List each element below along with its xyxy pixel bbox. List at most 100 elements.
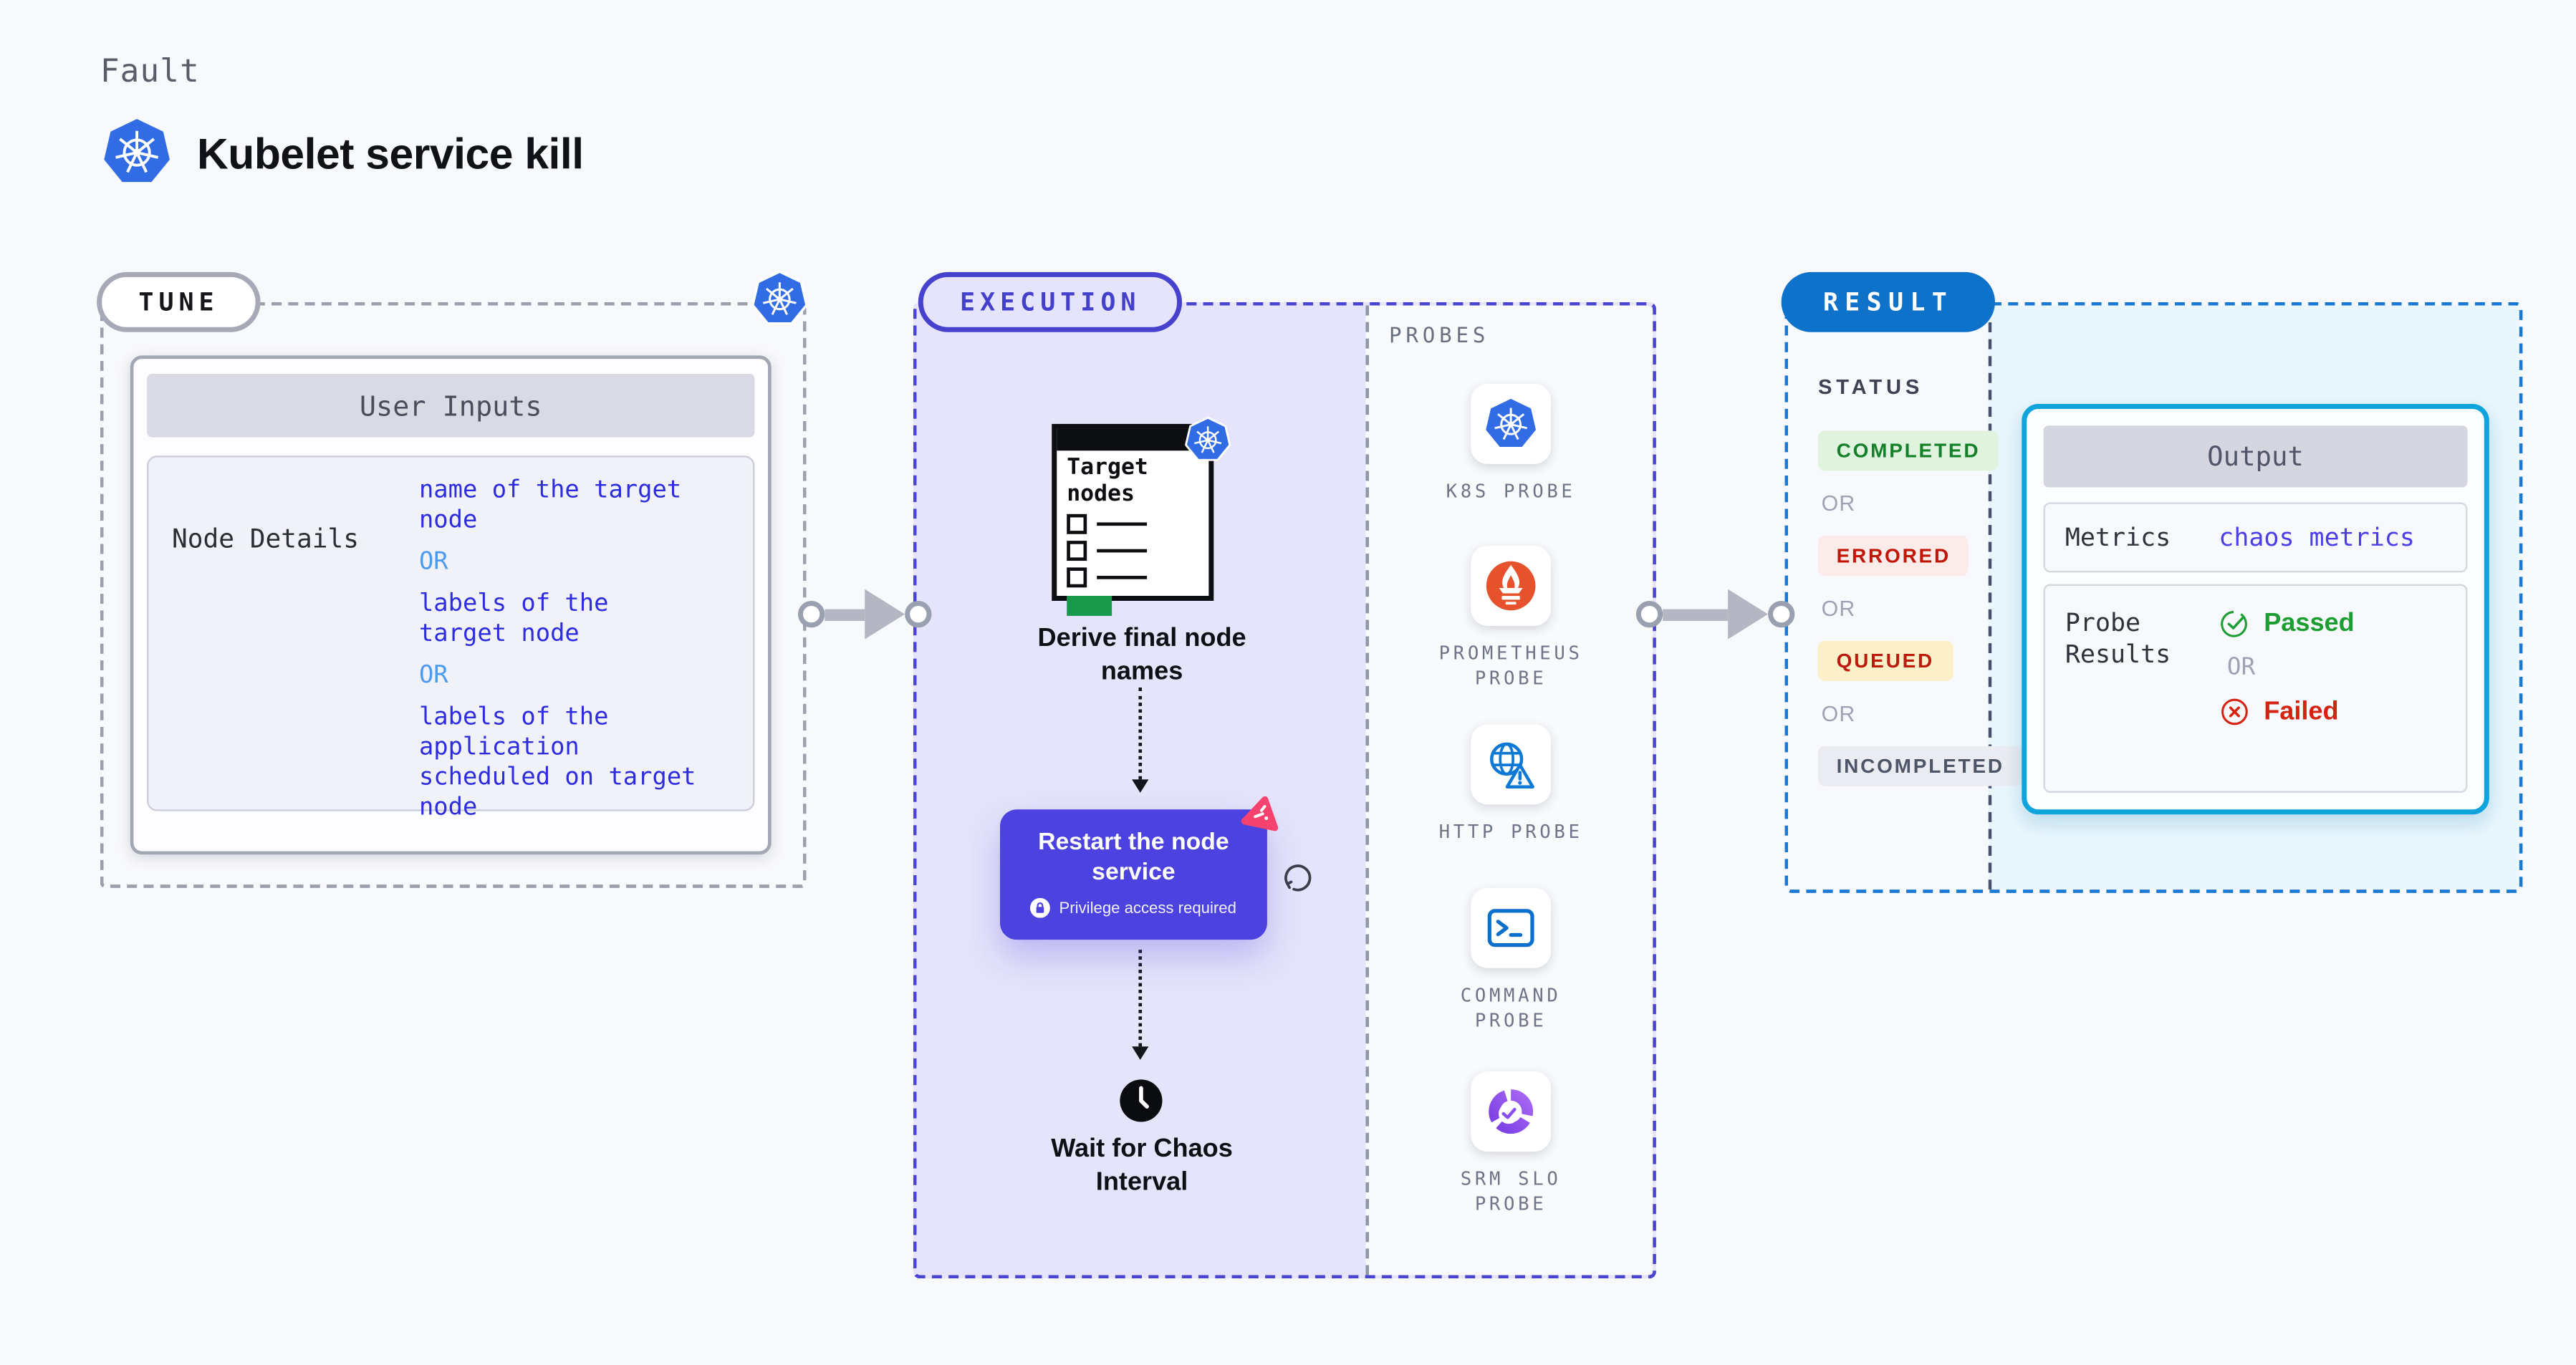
probe-card bbox=[1471, 887, 1552, 968]
probe-label: PROMETHEUS PROBE bbox=[1438, 642, 1583, 690]
output-header: Output bbox=[2043, 425, 2468, 488]
user-inputs-card: User Inputs Node Details name of the tar… bbox=[130, 355, 772, 855]
probe-card bbox=[1471, 724, 1552, 805]
target-nodes-doc: Target nodes bbox=[1052, 424, 1213, 616]
line-icon bbox=[1097, 576, 1148, 579]
restart-node-service-card: Restart the node service Privilege acces… bbox=[999, 809, 1267, 940]
green-bar bbox=[1067, 595, 1112, 616]
connector-dot-icon bbox=[1768, 600, 1795, 628]
failed-label: Failed bbox=[2264, 696, 2339, 725]
metrics-row: Metrics chaos metrics bbox=[2043, 502, 2468, 573]
tune-section-box bbox=[100, 302, 807, 888]
status-heading: STATUS bbox=[1817, 375, 1924, 399]
down-arrow bbox=[1130, 950, 1148, 1060]
kubernetes-icon bbox=[748, 267, 812, 331]
kubernetes-icon bbox=[1182, 414, 1234, 466]
probe-item-prometheus: PROMETHEUS PROBE bbox=[1369, 546, 1653, 691]
doc-title: Target nodes bbox=[1067, 453, 1148, 507]
refresh-icon bbox=[1281, 862, 1315, 895]
metrics-value: chaos metrics bbox=[2219, 522, 2415, 553]
probe-card bbox=[1471, 546, 1552, 626]
doc-checkbox-row bbox=[1067, 567, 1198, 588]
down-arrow bbox=[1130, 688, 1148, 794]
or-separator: OR bbox=[1821, 491, 1856, 516]
tune-badge: TUNE bbox=[97, 271, 261, 332]
kubernetes-icon bbox=[102, 117, 172, 187]
status-badge-completed: COMPLETED bbox=[1817, 430, 1999, 471]
connector-shaft bbox=[1663, 608, 1729, 620]
user-inputs-header: User Inputs bbox=[147, 374, 755, 438]
result-section-box: STATUS COMPLETED OR ERRORED OR QUEUED OR… bbox=[1784, 302, 2523, 893]
or-separator: OR bbox=[2226, 654, 2256, 681]
or-separator: OR bbox=[418, 662, 448, 690]
user-inputs-body: Node Details name of the target node OR … bbox=[147, 455, 755, 821]
value-app-labels: labels of the application scheduled on t… bbox=[418, 704, 696, 821]
probe-label: SRM SLO PROBE bbox=[1460, 1168, 1562, 1215]
probe-label: K8S PROBE bbox=[1446, 481, 1576, 503]
or-separator: OR bbox=[418, 549, 448, 577]
probe-card bbox=[1471, 384, 1552, 464]
probe-item-command: COMMAND PROBE bbox=[1369, 887, 1653, 1033]
http-probe-icon bbox=[1484, 738, 1538, 791]
privilege-note-text: Privilege access required bbox=[1059, 898, 1236, 917]
connector-shaft bbox=[825, 608, 865, 620]
probes-panel: PROBES K8S PROBE PROMETHEUS PROBE HTTP P… bbox=[1365, 305, 1653, 1275]
derive-final-node-names-label: Derive final node names bbox=[1037, 624, 1246, 685]
checkbox-icon bbox=[1067, 513, 1087, 534]
command-probe-icon bbox=[1484, 901, 1538, 955]
status-badge-errored: ERRORED bbox=[1817, 536, 1969, 577]
probe-label: HTTP PROBE bbox=[1438, 821, 1583, 843]
value-node-name: name of the target node bbox=[418, 477, 682, 534]
restart-title: Restart the node service bbox=[1038, 829, 1229, 887]
line-icon bbox=[1097, 549, 1148, 553]
connector-dot-icon bbox=[1635, 600, 1663, 628]
checkbox-icon bbox=[1067, 567, 1087, 588]
connector-dot-icon bbox=[797, 600, 825, 628]
srm-slo-probe-icon bbox=[1484, 1085, 1538, 1139]
status-badge-queued: QUEUED bbox=[1817, 640, 1953, 681]
checkbox-icon bbox=[1067, 541, 1087, 561]
page-title: Kubelet service kill bbox=[197, 128, 584, 179]
wait-for-chaos-interval-label: Wait for Chaos Interval bbox=[1051, 1134, 1233, 1196]
line-icon bbox=[1097, 522, 1148, 526]
status-badge-incompleted: INCOMPLETED bbox=[1817, 746, 2023, 786]
probes-label: PROBES bbox=[1389, 322, 1490, 347]
lock-icon bbox=[1031, 898, 1051, 918]
doc-title-bar bbox=[1057, 428, 1209, 451]
check-circle-icon bbox=[2219, 607, 2250, 639]
passed-label: Passed bbox=[2264, 608, 2355, 637]
connector-dot-icon bbox=[905, 600, 932, 628]
value-node-labels: labels of the target node bbox=[418, 591, 609, 648]
doc-checkbox-row bbox=[1067, 513, 1198, 534]
output-card: Output Metrics chaos metrics Probe Resul… bbox=[2022, 403, 2489, 815]
passed-row: Passed bbox=[2219, 607, 2355, 639]
arrowhead-icon bbox=[865, 589, 905, 640]
failed-row: Failed bbox=[2219, 696, 2354, 728]
probe-card bbox=[1471, 1071, 1552, 1152]
probe-results-label: Probe Results bbox=[2065, 607, 2171, 670]
execution-badge: EXECUTION bbox=[918, 271, 1183, 332]
clock-icon bbox=[1118, 1079, 1163, 1124]
node-details-label: Node Details bbox=[172, 524, 360, 554]
kubernetes-icon bbox=[1484, 397, 1538, 451]
or-separator: OR bbox=[1821, 700, 1856, 726]
x-circle-icon bbox=[2219, 696, 2250, 728]
execution-section-box: PROBES K8S PROBE PROMETHEUS PROBE HTTP P… bbox=[913, 302, 1656, 1279]
litmus-chaos-icon bbox=[1239, 789, 1286, 836]
probe-item-k8s: K8S PROBE bbox=[1369, 384, 1653, 504]
or-separator: OR bbox=[1821, 595, 1856, 621]
doc-checkbox-row bbox=[1067, 541, 1198, 561]
status-column: STATUS COMPLETED OR ERRORED OR QUEUED OR… bbox=[1817, 375, 2023, 804]
probe-item-http: HTTP PROBE bbox=[1369, 724, 1653, 844]
metrics-label: Metrics bbox=[2065, 522, 2171, 553]
probe-label: COMMAND PROBE bbox=[1460, 985, 1562, 1032]
tune-to-execution-arrow bbox=[797, 584, 932, 645]
prometheus-icon bbox=[1484, 559, 1538, 613]
fault-eyebrow-label: Fault bbox=[100, 53, 200, 90]
arrowhead-icon bbox=[1728, 589, 1769, 640]
probe-results-row: Probe Results Passed OR Failed bbox=[2043, 584, 2468, 794]
probe-results-values: Passed OR Failed bbox=[2219, 607, 2355, 728]
privilege-note: Privilege access required bbox=[1000, 898, 1267, 918]
result-badge: RESULT bbox=[1781, 271, 1996, 332]
